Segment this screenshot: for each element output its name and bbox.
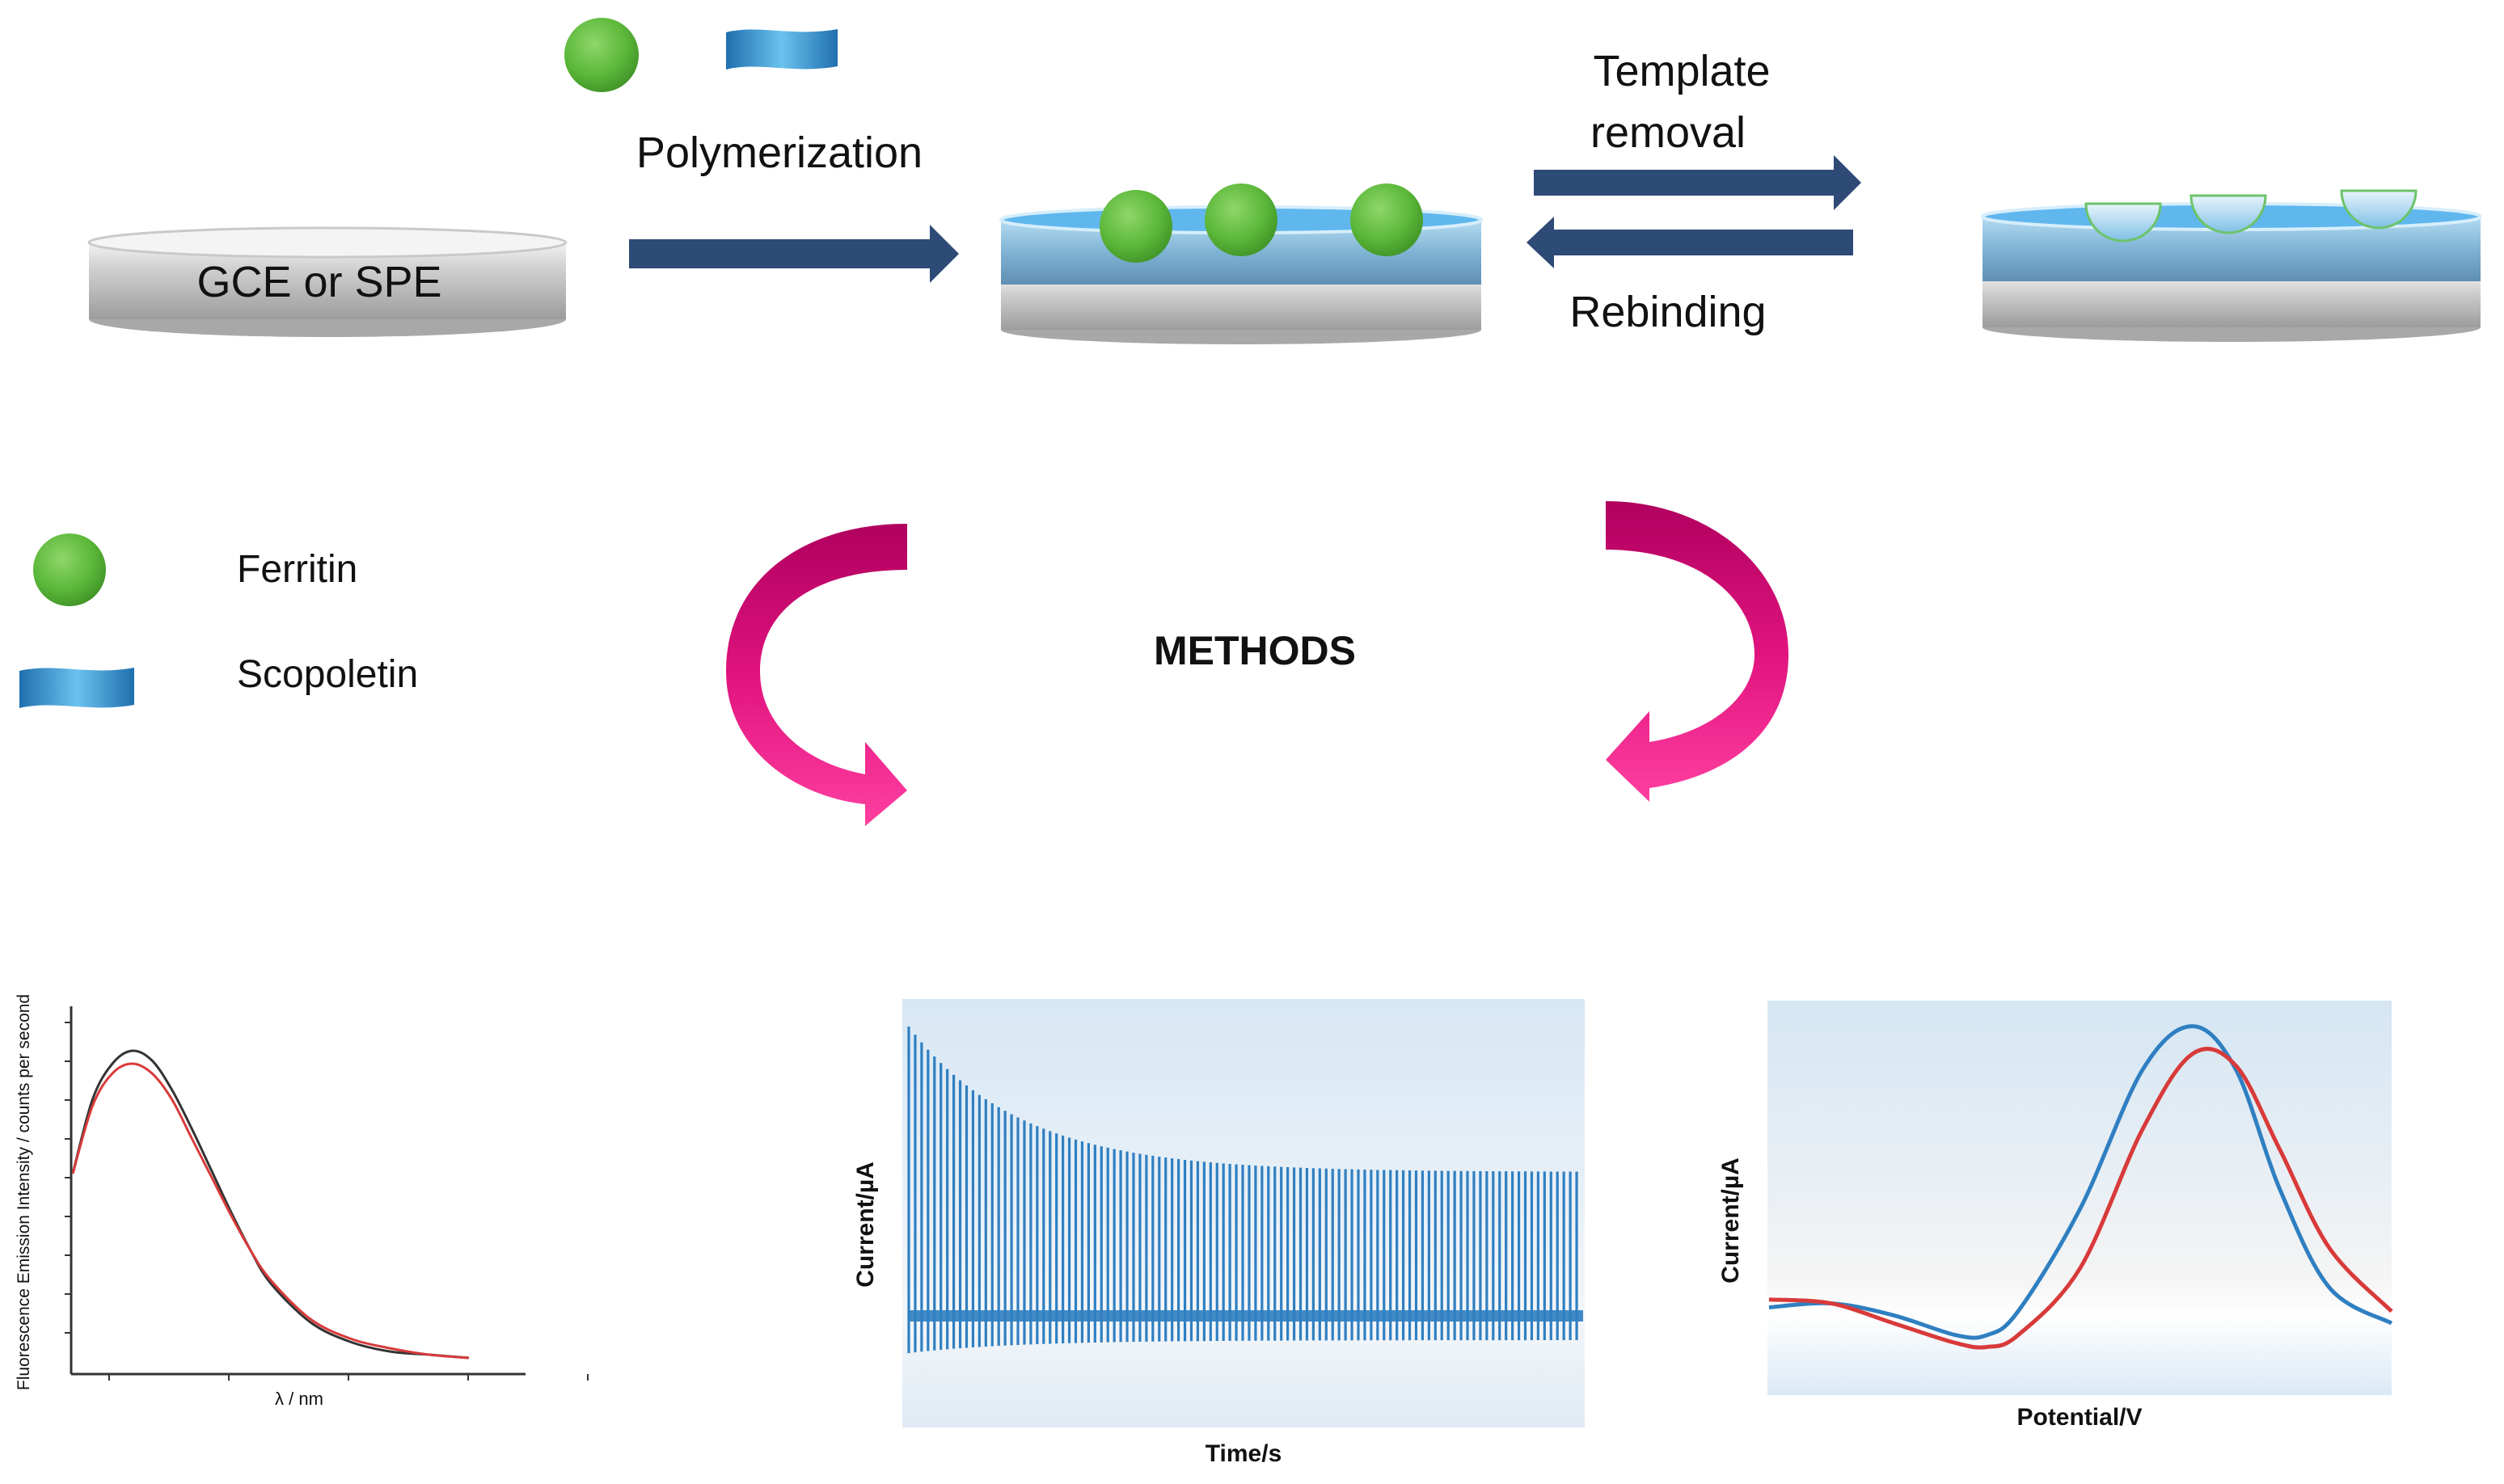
pulse-chart: Time/s Current/µA bbox=[852, 999, 1585, 1467]
voltammetry-chart-panel bbox=[1767, 1001, 2392, 1395]
methods-label: METHODS bbox=[1154, 628, 1356, 673]
voltammetry-y-label: Current/µA bbox=[1717, 1157, 1744, 1284]
curved-arrow-left bbox=[726, 524, 907, 826]
voltammetry-x-label: Potential/V bbox=[2016, 1404, 2142, 1431]
voltammetry-chart: Potential/V Current/µA bbox=[1717, 1001, 2393, 1431]
imprinted-electrode-with-cavities bbox=[1981, 189, 2482, 342]
fluorescence-chart: λ / nm Fluorescence Emission Intensity /… bbox=[15, 994, 589, 1409]
fluorescence-series-1 bbox=[71, 1062, 470, 1360]
polymerization-label: Polymerization bbox=[636, 129, 923, 177]
fluorescence-y-label: Fluorescence Emission Intensity / counts… bbox=[15, 994, 33, 1390]
fluorescence-series-0 bbox=[71, 1049, 470, 1360]
template-removal-label-1: Template bbox=[1593, 47, 1770, 95]
curved-arrow-right bbox=[1606, 501, 1788, 802]
legend-scopoletin-label: Scopoletin bbox=[237, 653, 418, 696]
template-removal-label-2: removal bbox=[1590, 108, 1746, 157]
imprinted-electrode-with-template bbox=[999, 183, 1483, 344]
pulse-x-label: Time/s bbox=[1206, 1440, 1282, 1467]
polymerization-arrow bbox=[629, 225, 959, 283]
ferritin-sphere-icon bbox=[564, 18, 639, 92]
template-removal-arrow bbox=[1534, 155, 1861, 210]
electrode-label: GCE or SPE bbox=[196, 258, 441, 306]
fluorescence-x-label: λ / nm bbox=[275, 1389, 323, 1409]
rebinding-arrow bbox=[1526, 217, 1853, 268]
voltammetry-series-0 bbox=[1768, 1024, 2393, 1340]
legend-ferritin-label: Ferritin bbox=[237, 548, 357, 591]
legend-scopoletin-icon bbox=[19, 668, 134, 708]
legend-ferritin-icon bbox=[33, 533, 106, 606]
voltammetry-series-1 bbox=[1768, 1047, 2393, 1350]
rebinding-label: Rebinding bbox=[1569, 288, 1766, 336]
pulse-y-label: Current/µA bbox=[852, 1161, 879, 1288]
scopoletin-ribbon-icon bbox=[726, 29, 838, 70]
bare-electrode bbox=[87, 226, 568, 337]
